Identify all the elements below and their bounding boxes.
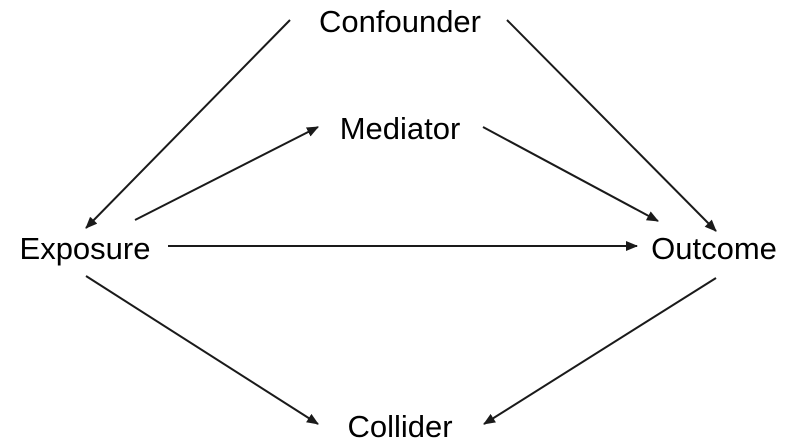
edge-outcome-collider xyxy=(483,277,717,425)
edge-exposure-mediator xyxy=(134,126,319,221)
edge-mediator-outcome xyxy=(482,126,659,222)
edge-exposure-collider xyxy=(85,275,319,425)
edge-confounder-exposure xyxy=(85,19,291,229)
node-mediator: Mediator xyxy=(339,111,461,146)
node-confounder: Confounder xyxy=(318,4,482,39)
edge-confounder-outcome xyxy=(506,19,717,232)
node-collider: Collider xyxy=(347,409,453,444)
node-outcome: Outcome xyxy=(651,231,777,266)
node-exposure: Exposure xyxy=(19,231,151,266)
